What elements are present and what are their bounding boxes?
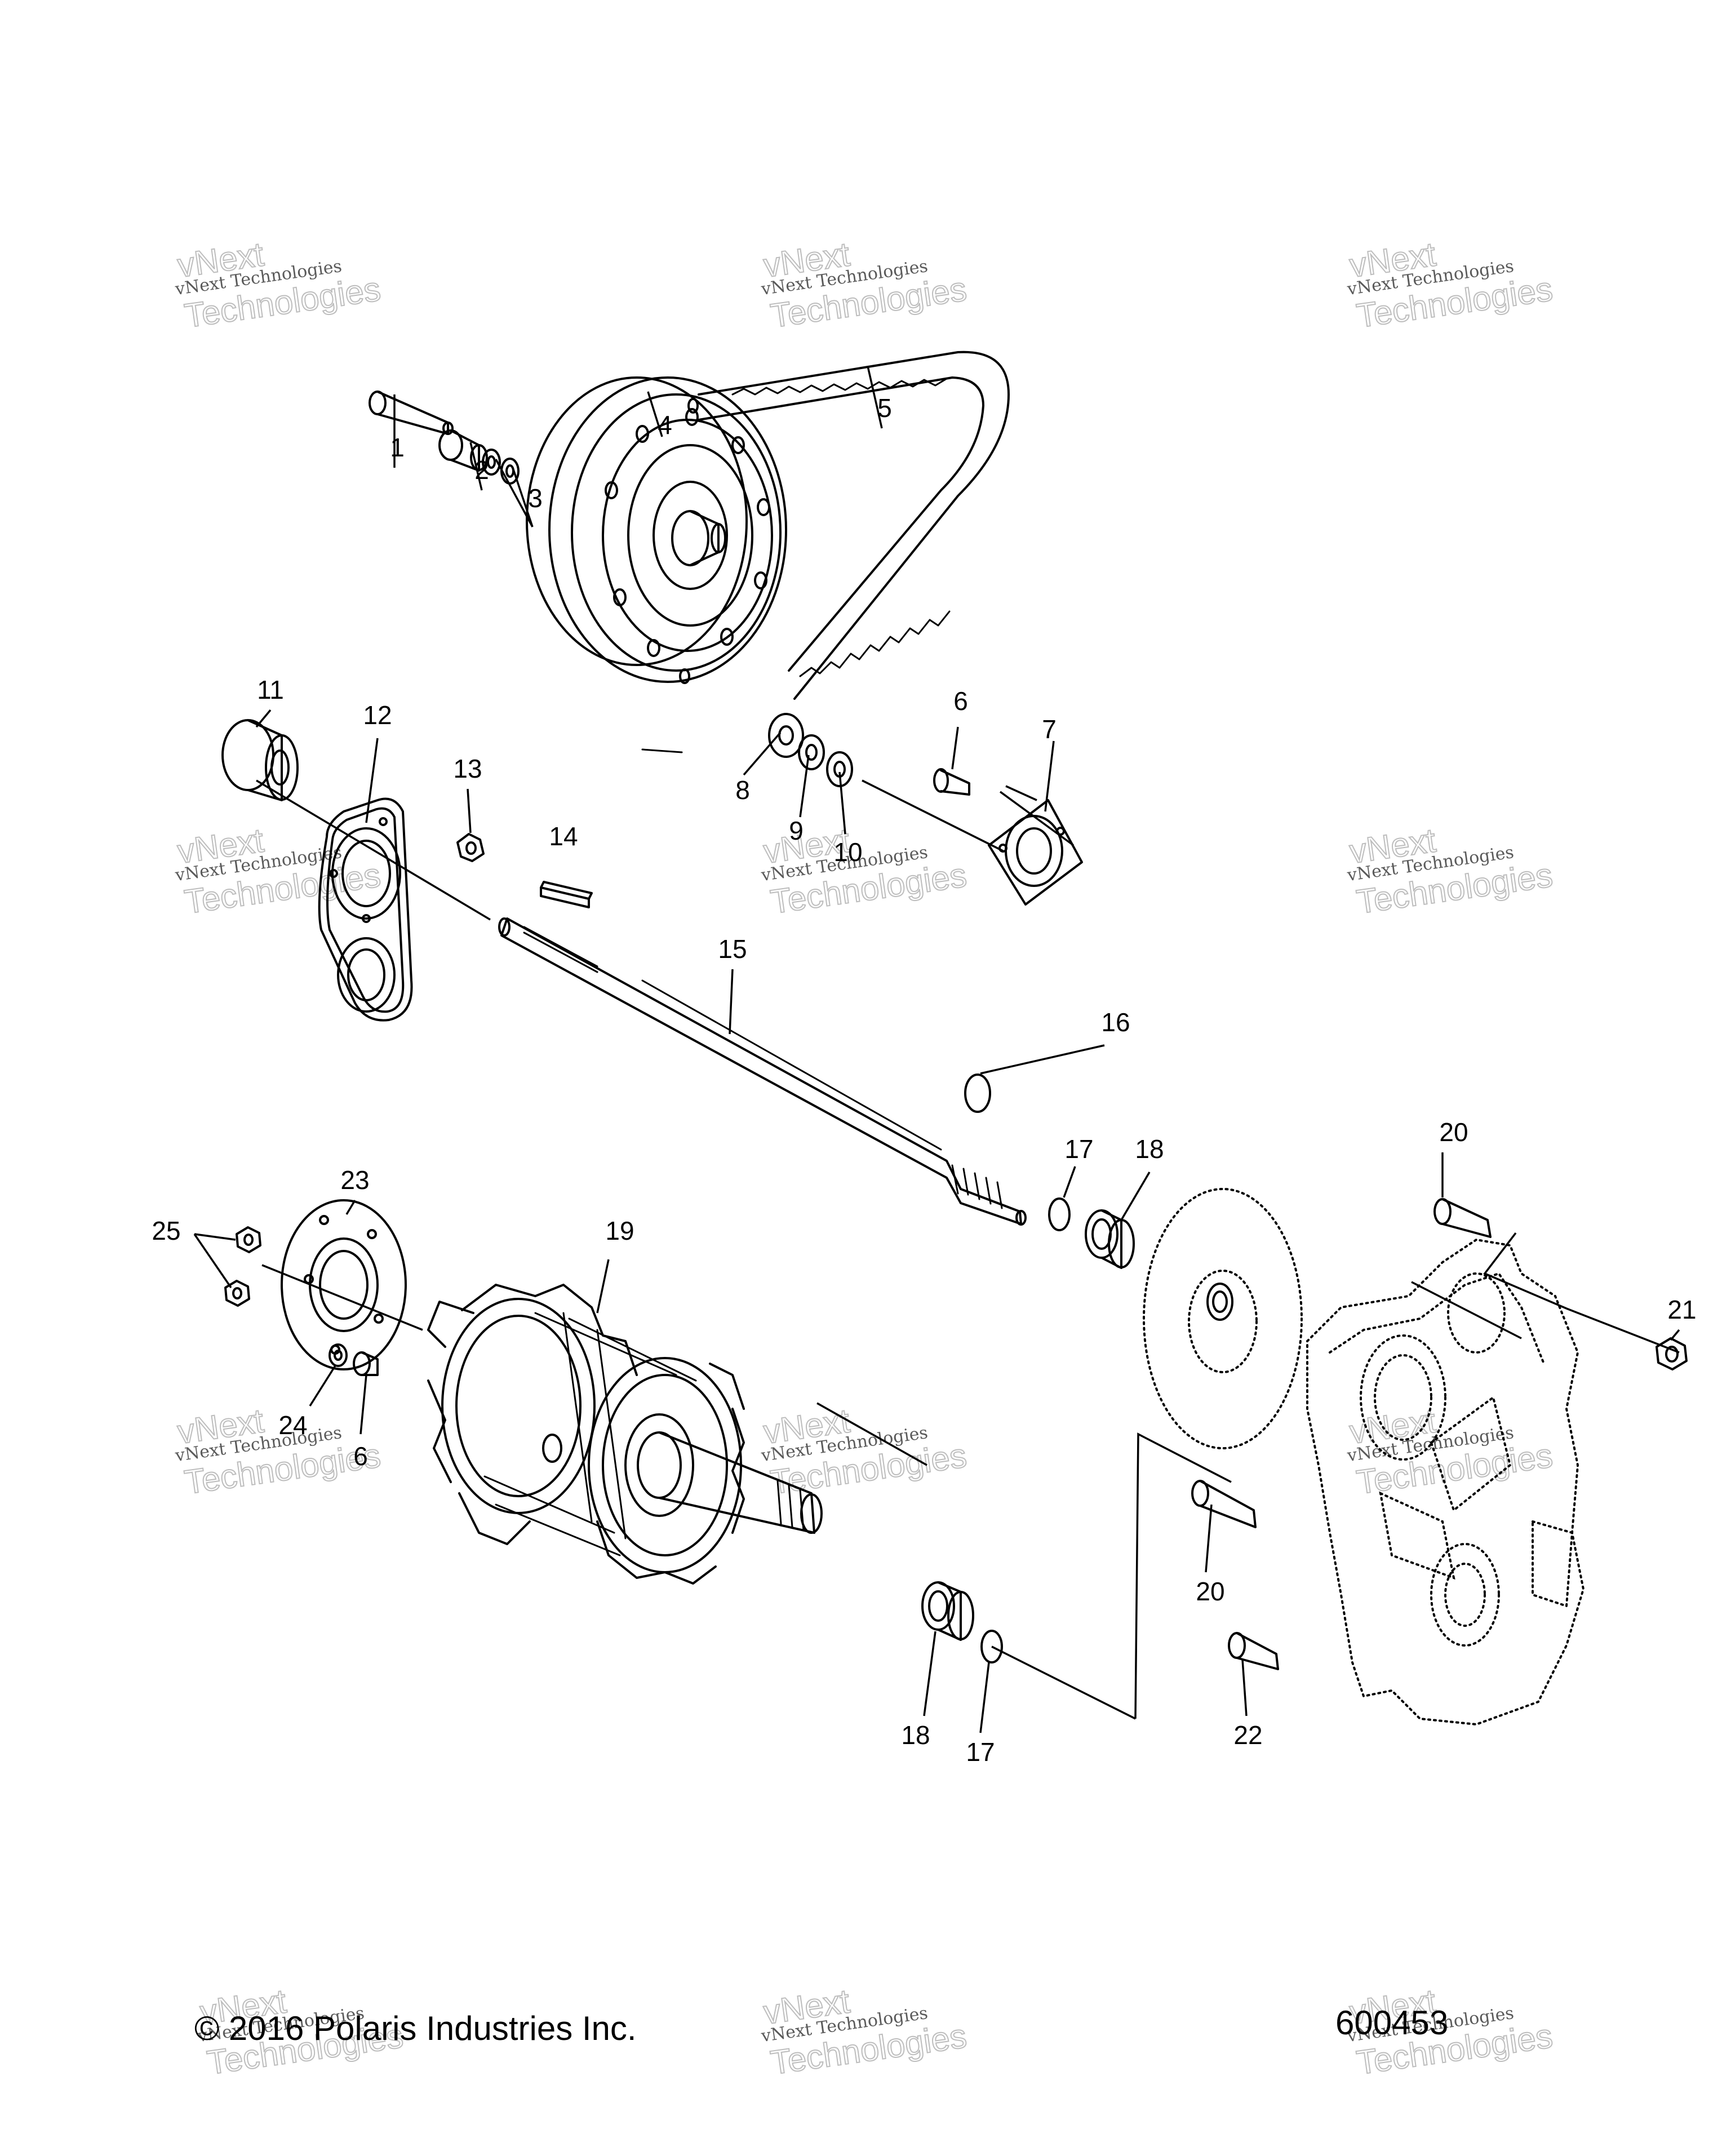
callout-17: 17	[1064, 1134, 1093, 1164]
callout-17: 17	[966, 1737, 995, 1767]
axis-line	[1411, 1281, 1522, 1339]
callout-22: 22	[1233, 1720, 1262, 1750]
part-6-screw	[933, 768, 970, 796]
callout-4: 4	[658, 410, 672, 440]
callout-20: 20	[1439, 1117, 1468, 1147]
part-25-nut	[236, 1226, 261, 1253]
callout-23: 23	[340, 1165, 369, 1195]
callout-15: 15	[718, 934, 747, 964]
footer: © 2016 Polaris Industries Inc. 600453	[194, 2004, 1448, 2047]
callout-18: 18	[1135, 1134, 1164, 1164]
part-12-chaincase-flange	[318, 797, 413, 1022]
axis-line	[816, 1402, 927, 1466]
part-17-circlip	[980, 1630, 1003, 1663]
part-7-bearing-flange	[988, 799, 1083, 906]
callout-1: 1	[390, 433, 405, 462]
callout-2: 2	[474, 455, 489, 485]
part-1-bolt	[369, 391, 454, 435]
part-17-circlip	[1048, 1197, 1071, 1231]
part-5-drive-belt	[698, 351, 1010, 700]
callout-6: 6	[953, 686, 968, 716]
axis-line	[256, 779, 491, 921]
watermark: vNext vNext Technologies Technologies	[760, 1981, 970, 2082]
chaincase-housing-reference	[1306, 1238, 1585, 1726]
callout-14: 14	[549, 822, 578, 851]
callout-11: 11	[257, 675, 284, 704]
part-8-washer	[768, 713, 804, 758]
callout-8: 8	[735, 775, 750, 805]
callout-3: 3	[528, 483, 543, 513]
callout-18: 18	[901, 1720, 930, 1750]
part-4-driven-clutch	[526, 376, 787, 753]
callout-6: 6	[353, 1441, 368, 1471]
axis-line	[999, 791, 1075, 846]
watermark: vNext vNext Technologies Technologies	[1346, 1981, 1556, 2082]
callout-5: 5	[877, 393, 892, 423]
callout-16: 16	[1101, 1008, 1130, 1037]
part-19-drive-sprocket	[427, 1284, 823, 1585]
axis-line	[261, 1264, 423, 1331]
part-2-bushing	[438, 429, 488, 472]
diagram-number: 600453	[1335, 2004, 1448, 2042]
axis-line	[862, 779, 1004, 852]
watermark: vNext vNext Technologies Technologies	[174, 820, 384, 921]
part-20-bolt	[1191, 1480, 1257, 1528]
axis-line	[1134, 1432, 1232, 1719]
callout-9: 9	[789, 816, 804, 845]
part-9-washer	[798, 734, 825, 770]
copyright-text: © 2016 Polaris Industries Inc.	[194, 2009, 637, 2047]
callout-7: 7	[1042, 715, 1057, 744]
part-22-bolt	[1228, 1632, 1279, 1670]
part-25-nut	[224, 1280, 250, 1307]
part-18-bearing	[1085, 1209, 1135, 1269]
part-18-bearing	[921, 1581, 974, 1641]
axis-line	[991, 1645, 1136, 1720]
callout-10: 10	[833, 837, 862, 867]
axis-line	[1005, 785, 1037, 801]
watermark: vNext vNext Technologies Technologies	[1346, 1401, 1556, 1502]
part-20-bolt	[1433, 1198, 1492, 1238]
watermark: vNext vNext Technologies Technologies	[760, 234, 970, 335]
watermark: vNext vNext Technologies Technologies	[1346, 820, 1556, 921]
part-16-o-ring	[964, 1073, 991, 1113]
callout-25: 25	[152, 1216, 180, 1245]
callout-leaders	[193, 366, 1680, 1733]
callout-13: 13	[453, 754, 482, 783]
assembly-lines	[256, 779, 1680, 1720]
part-15-drive-shaft	[498, 917, 1027, 1226]
part-11-bearing	[221, 719, 299, 801]
watermark: vNext vNext Technologies Technologies	[1346, 234, 1556, 335]
part-21-nut	[1655, 1337, 1688, 1370]
callout-12: 12	[363, 700, 392, 730]
chaincase-sprocket-reference	[1143, 1188, 1303, 1449]
part-24-washer	[329, 1343, 348, 1367]
watermark-layer: vNext vNext Technologies Technologies vN…	[174, 234, 1556, 2082]
watermark: vNext vNext Technologies Technologies	[174, 234, 384, 335]
callout-24: 24	[278, 1410, 307, 1440]
axis-line	[1483, 1232, 1680, 1354]
part-13-nut	[456, 833, 485, 862]
part-23-bearing-flange	[281, 1199, 407, 1370]
watermark: vNext vNext Technologies Technologies	[174, 1401, 384, 1502]
callout-19: 19	[605, 1216, 634, 1245]
callout-labels: 1 2 3 4 5 6 7 8 9 10 11 12 13 14 15 16 1…	[152, 393, 1696, 1767]
callout-20: 20	[1196, 1577, 1224, 1606]
part-14-key	[540, 881, 593, 908]
callout-21: 21	[1667, 1295, 1696, 1324]
part-6-screw	[353, 1351, 379, 1376]
